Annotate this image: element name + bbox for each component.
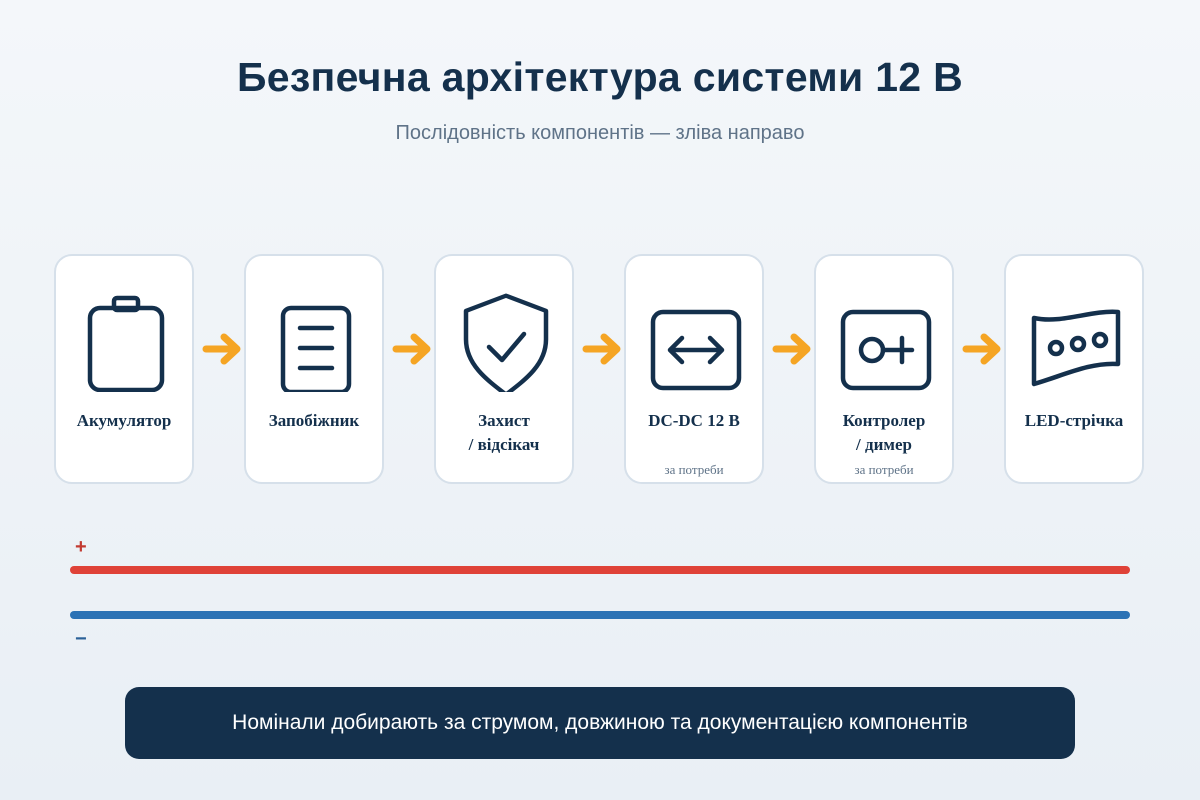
positive-rail	[70, 566, 1130, 574]
flow-arrow-icon	[580, 326, 626, 372]
component-label-line2: / відсікач	[468, 435, 540, 454]
component-card-fuse: Запобіжник	[244, 254, 384, 484]
component-label-line2: / димер	[856, 435, 912, 454]
footer-note: Номінали добирають за струмом, довжиною …	[125, 687, 1075, 759]
positive-rail-label: +	[75, 536, 87, 558]
flow-arrow-icon	[960, 326, 1006, 372]
component-label: Захист	[478, 411, 530, 430]
component-label: DC-DC 12 В	[648, 411, 740, 430]
negative-rail-label: −	[75, 628, 87, 650]
component-card-dc-dc: DC-DC 12 В за потреби	[624, 254, 764, 484]
component-card-controller: Контролер / димер за потреби	[814, 254, 954, 484]
component-card-protection: Захист / відсікач	[434, 254, 574, 484]
page-title: Безпечна архітектура системи 12 В	[236, 54, 964, 100]
flow-arrow-icon	[390, 326, 436, 372]
led-strip-icon	[1026, 292, 1126, 392]
component-label: Контролер	[842, 411, 926, 430]
dimmer-key-icon	[836, 292, 936, 392]
component-label: Акумулятор	[76, 411, 172, 430]
component-note: за потреби	[854, 462, 914, 477]
component-card-led-strip: LED-стрічка	[1004, 254, 1144, 484]
component-label: LED-стрічка	[1024, 411, 1124, 430]
component-card-battery: Акумулятор	[54, 254, 194, 484]
dc-dc-converter-icon	[646, 292, 746, 392]
negative-rail	[70, 611, 1130, 619]
battery-icon	[76, 292, 176, 392]
shield-check-icon	[456, 292, 556, 392]
flow-arrow-icon	[200, 326, 246, 372]
flow-arrow-icon	[770, 326, 816, 372]
page-subtitle: Послідовність компонентів — зліва направ…	[395, 122, 805, 144]
component-note: за потреби	[664, 462, 724, 477]
fuse-icon	[266, 292, 366, 392]
component-label: Запобіжник	[268, 411, 360, 430]
